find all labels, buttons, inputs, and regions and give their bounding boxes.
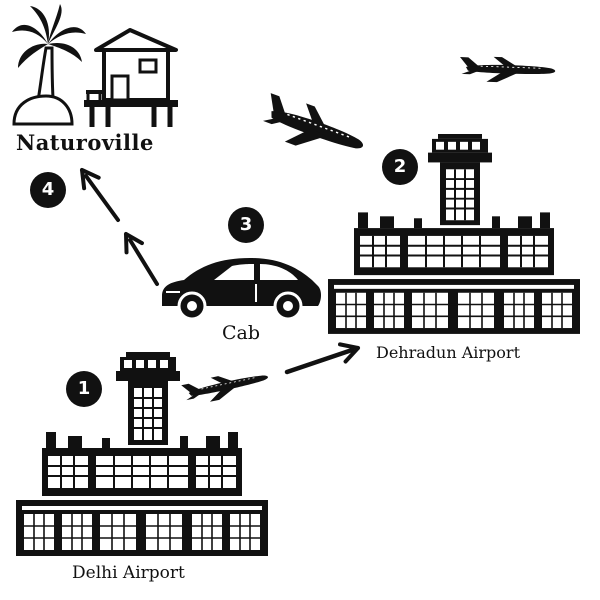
car-icon [162, 258, 321, 321]
route-arrow [284, 337, 363, 375]
airplane-icon [180, 365, 272, 408]
airport-terminal-icon [327, 133, 581, 335]
airplane-icon [256, 90, 371, 168]
step-badge-2: 2 [382, 149, 418, 185]
route-arrow [75, 165, 120, 222]
arrival-airport-label: Dehradun Airport [376, 343, 520, 362]
cab-label: Cab [222, 322, 261, 344]
step-badge-4: 4 [30, 172, 66, 208]
palm-tree-icon [12, 4, 86, 126]
step-badge-3: 3 [228, 207, 264, 243]
beach-hut-icon [84, 28, 178, 127]
route-arrow [116, 227, 159, 286]
airplane-icon [458, 55, 557, 85]
step-badge-1: 1 [66, 371, 102, 407]
departure-airport-label: Delhi Airport [72, 563, 185, 583]
destination-label: Naturoville [16, 130, 154, 155]
